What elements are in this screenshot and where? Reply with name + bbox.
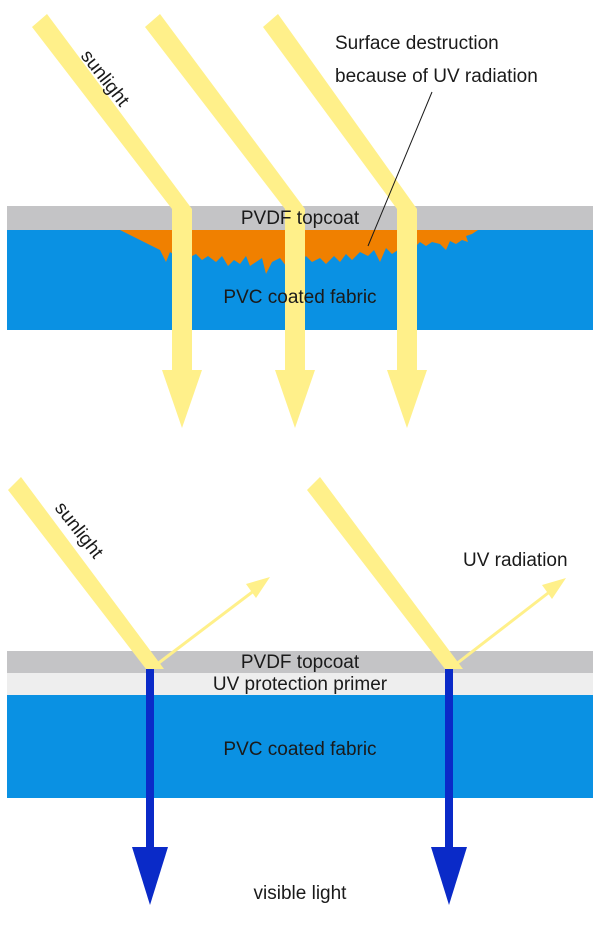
visible-light-arrow-1 bbox=[132, 669, 168, 905]
annotation-line-1: Surface destruction bbox=[335, 33, 499, 54]
bottom-panel: sunlight UV radiation PVDF topcoat UV pr… bbox=[7, 477, 593, 905]
uv-reflection-arrow-2 bbox=[450, 578, 566, 670]
annotation-leader-line bbox=[367, 91, 433, 247]
bottom-fabric-label: PVC coated fabric bbox=[223, 739, 376, 760]
primer-label: UV protection primer bbox=[213, 674, 388, 695]
uv-radiation-label: UV radiation bbox=[463, 550, 568, 571]
top-fabric-label: PVC coated fabric bbox=[223, 287, 376, 308]
top-sunlight-beam-1 bbox=[32, 14, 202, 428]
visible-light-label: visible light bbox=[254, 883, 348, 904]
top-sunlight-beam-3 bbox=[263, 14, 427, 428]
annotation-line-2: because of UV radiation bbox=[335, 66, 538, 87]
visible-light-arrow-2 bbox=[431, 669, 467, 905]
bottom-topcoat-label: PVDF topcoat bbox=[241, 652, 360, 673]
top-topcoat-label: PVDF topcoat bbox=[241, 208, 360, 229]
bottom-sunlight-beam-1 bbox=[8, 477, 164, 669]
uv-reflection-arrow-1 bbox=[151, 577, 270, 670]
top-sunlight-beam-2 bbox=[145, 14, 315, 428]
top-panel: sunlight PVDF topcoat PVC coated fabric … bbox=[7, 14, 593, 428]
bottom-fabric-layer bbox=[7, 694, 593, 798]
bottom-sunlight-beam-2 bbox=[307, 477, 463, 669]
